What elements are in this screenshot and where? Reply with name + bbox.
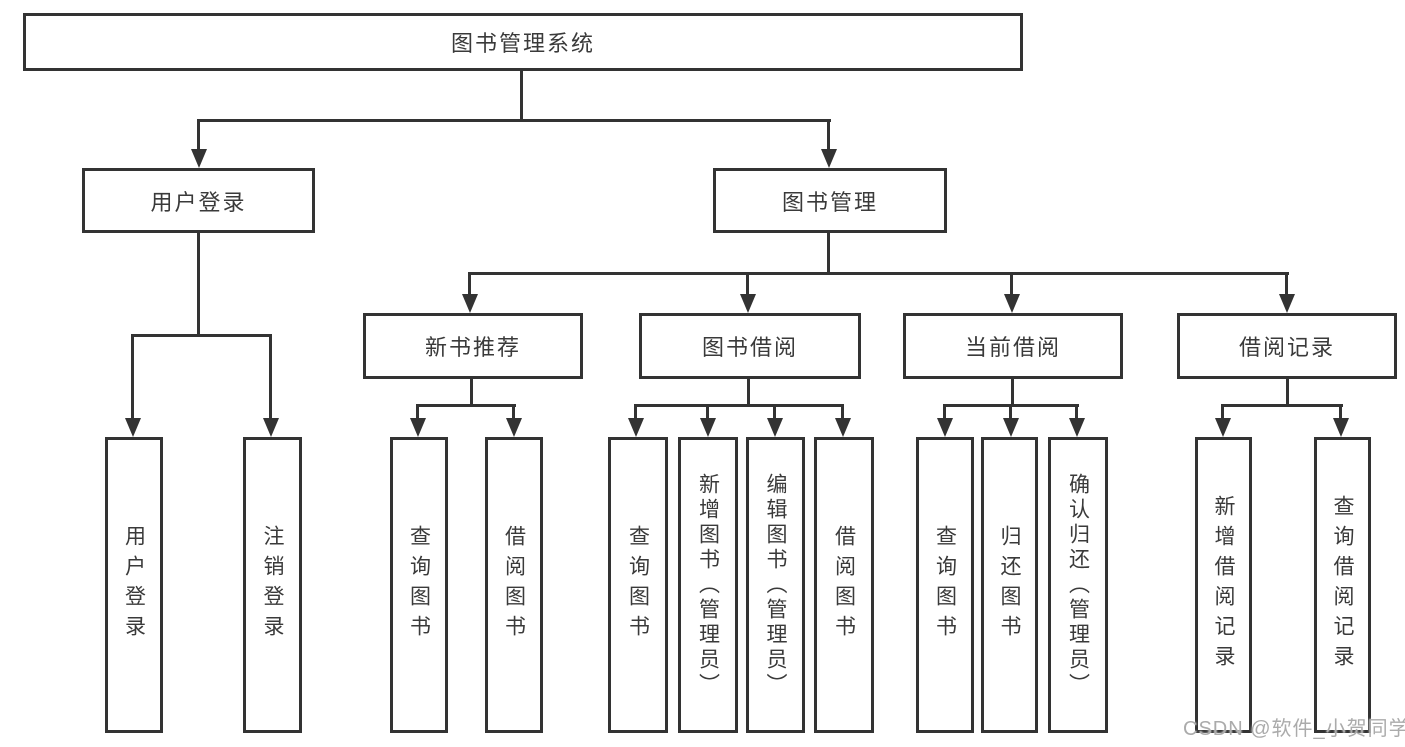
arrow-down-icon: [191, 149, 207, 168]
connector-line: [468, 272, 471, 296]
leaf-add-books-admin: 新增图书（管理员）: [678, 437, 738, 733]
connector-line: [1010, 272, 1013, 296]
connector-line: [1221, 404, 1343, 407]
leaf-label: 注销登录: [261, 525, 284, 645]
connector-line: [131, 334, 272, 337]
leaf-label: 借阅图书: [502, 525, 526, 645]
arrow-down-icon: [506, 418, 522, 437]
connector-line: [131, 334, 134, 420]
node-label: 用户登录: [150, 189, 247, 215]
connector-line: [827, 232, 830, 274]
leaf-label: 查询图书: [626, 525, 650, 645]
leaf-label: 查询借阅记录: [1331, 495, 1354, 675]
leaf-label: 借阅图书: [832, 525, 856, 645]
connector-line: [773, 404, 776, 419]
connector-line: [747, 378, 750, 407]
arrow-down-icon: [1004, 294, 1020, 313]
node-book-borrow: 图书借阅: [639, 313, 861, 379]
leaf-label: 用户登录: [122, 525, 146, 645]
arrow-down-icon: [740, 294, 756, 313]
leaf-label: 编辑图书（管理员）: [764, 472, 787, 698]
arrow-down-icon: [462, 294, 478, 313]
leaf-confirm-return-admin: 确认归还（管理员）: [1048, 437, 1108, 733]
node-borrow-records: 借阅记录: [1177, 313, 1397, 379]
leaf-user-login: 用户登录: [105, 437, 163, 733]
node-label: 当前借阅: [964, 335, 1061, 360]
arrow-down-icon: [263, 418, 279, 437]
arrow-down-icon: [1003, 418, 1019, 437]
leaf-label: 查询图书: [407, 525, 431, 645]
node-new-book-recommend: 新书推荐: [363, 313, 583, 379]
arrow-down-icon: [821, 149, 837, 168]
node-label: 图书管理系统: [450, 31, 595, 56]
leaf-return-books: 归还图书: [981, 437, 1038, 733]
node-label: 新书推荐: [424, 335, 521, 360]
connector-line: [634, 404, 637, 419]
leaf-add-borrow-record: 新增借阅记录: [1195, 437, 1252, 733]
leaf-label: 新增借阅记录: [1212, 495, 1235, 675]
leaf-edit-books-admin: 编辑图书（管理员）: [746, 437, 805, 733]
connector-line: [1011, 378, 1014, 407]
arrow-down-icon: [410, 418, 426, 437]
connector-line: [197, 119, 200, 154]
node-library-system: 图书管理系统: [23, 13, 1023, 71]
arrow-down-icon: [1279, 294, 1295, 313]
leaf-logout: 注销登录: [243, 437, 302, 733]
leaf-query-borrow-record: 查询借阅记录: [1314, 437, 1371, 733]
connector-line: [827, 119, 830, 154]
connector-line: [1339, 404, 1342, 419]
connector-line: [1286, 378, 1289, 407]
connector-line: [520, 70, 523, 121]
node-label: 图书借阅: [701, 335, 798, 360]
connector-line: [1009, 404, 1012, 419]
leaf-query-books-current: 查询图书: [916, 437, 974, 733]
connector-line: [416, 404, 419, 419]
connector-line: [841, 404, 844, 419]
arrow-down-icon: [628, 418, 644, 437]
arrow-down-icon: [700, 418, 716, 437]
leaf-label: 归还图书: [998, 525, 1021, 645]
leaf-borrow-books-recommend: 借阅图书: [485, 437, 543, 733]
node-label: 图书管理: [781, 189, 878, 215]
leaf-borrow-books: 借阅图书: [814, 437, 874, 733]
connector-line: [512, 404, 515, 419]
arrow-down-icon: [125, 418, 141, 437]
connector-line: [1075, 404, 1078, 419]
leaf-query-books-borrow: 查询图书: [608, 437, 668, 733]
connector-line: [1221, 404, 1224, 419]
connector-line: [634, 404, 844, 407]
leaf-label: 确认归还（管理员）: [1066, 472, 1090, 698]
leaf-query-books-recommend: 查询图书: [390, 437, 448, 733]
connector-line: [746, 272, 749, 296]
node-label: 借阅记录: [1238, 335, 1335, 360]
connector-line: [468, 272, 1289, 275]
node-book-management: 图书管理: [713, 168, 947, 233]
arrow-down-icon: [767, 418, 783, 437]
watermark-text: CSDN @软件_小贺同学: [1183, 718, 1405, 740]
leaf-label: 查询图书: [933, 525, 957, 645]
arrow-down-icon: [1069, 418, 1085, 437]
connector-line: [943, 404, 946, 419]
connector-line: [197, 232, 200, 336]
connector-line: [706, 404, 709, 419]
arrow-down-icon: [1215, 418, 1231, 437]
node-current-borrow: 当前借阅: [903, 313, 1123, 379]
connector-line: [416, 404, 516, 407]
arrow-down-icon: [835, 418, 851, 437]
connector-line: [197, 119, 831, 122]
leaf-label: 新增图书（管理员）: [696, 472, 720, 698]
connector-line: [269, 334, 272, 420]
connector-line: [470, 378, 473, 407]
arrow-down-icon: [937, 418, 953, 437]
node-user-login: 用户登录: [82, 168, 315, 233]
arrow-down-icon: [1333, 418, 1349, 437]
connector-line: [1285, 272, 1288, 296]
